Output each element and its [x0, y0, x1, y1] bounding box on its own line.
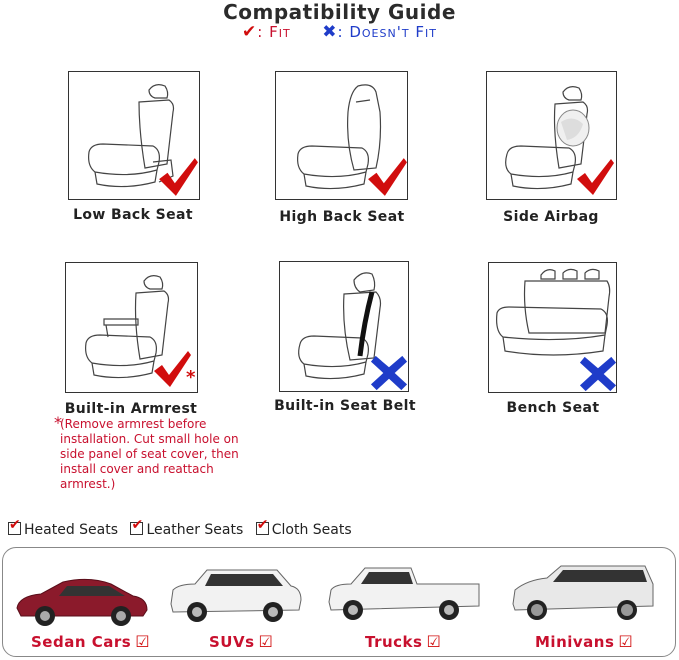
fit-check-icon: ☑ — [135, 632, 151, 651]
seat-label-bench: Bench Seat — [506, 400, 600, 416]
fit-check-icon: ☑ — [258, 632, 274, 651]
armrest-seat-icon — [85, 275, 170, 379]
seat-label-low-back: Low Back Seat — [73, 207, 193, 223]
seat-label-armrest: Built-in Armrest — [64, 401, 198, 417]
fit-check-icon: ☑ — [426, 632, 442, 651]
legend-no-fit-label: : Doesn't Fit — [337, 23, 437, 41]
armrest-note: * (Remove armrest before installation. C… — [54, 415, 260, 492]
feature-heated-seats: Heated Seats — [8, 517, 118, 538]
sedan-car-image — [16, 578, 148, 626]
bench-seat-icon — [496, 268, 611, 356]
page-title: Compatibility Guide — [223, 0, 456, 24]
vehicle-label-suv: SUVs☑ — [209, 632, 274, 651]
checkbox-icon — [130, 517, 144, 535]
vehicle-label-trucks: Trucks☑ — [365, 632, 442, 651]
side-airbag-seat-card — [486, 71, 617, 200]
doesnt-fit-x-icon — [370, 354, 408, 392]
doesnt-fit-x-icon — [579, 355, 617, 393]
seat-material-features: Heated Seats Leather Seats Cloth Seats — [8, 517, 360, 538]
legend: ✔: Fit ✖: Doesn't Fit — [0, 22, 679, 42]
checkbox-icon — [8, 517, 21, 535]
high-back-seat-card — [275, 71, 408, 200]
vehicle-label-sedan: Sedan Cars☑ — [31, 632, 151, 651]
checkbox-icon — [255, 517, 269, 535]
note-star-icon: * — [186, 367, 196, 388]
suv-image — [170, 569, 302, 622]
seat-label-side-airbag: Side Airbag — [503, 209, 599, 225]
note-star: * — [54, 413, 62, 432]
built-in-seat-belt-seat-card — [279, 261, 409, 392]
legend-fit-label: : Fit — [257, 23, 291, 41]
minivan-image — [512, 565, 654, 620]
low-back-seat-icon — [88, 84, 175, 188]
armrest-note-text: (Remove armrest before installation. Cut… — [60, 417, 239, 491]
high-back-seat-icon — [297, 84, 382, 190]
fit-check-icon — [575, 156, 615, 198]
fit-check-icon — [157, 156, 199, 198]
fit-check-icon: ✔ — [242, 22, 258, 42]
bench-seat-card — [488, 262, 617, 393]
seat-label-high-back: High Back Seat — [279, 209, 405, 225]
side-airbag-seat-icon — [505, 86, 590, 190]
seat-label-seat-belt: Built-in Seat Belt — [274, 398, 416, 414]
truck-image — [328, 567, 480, 620]
no-fit-x-icon: ✖ — [322, 22, 338, 42]
built-in-armrest-seat-card: * — [65, 262, 198, 393]
feature-leather-seats: Leather Seats — [130, 517, 243, 538]
low-back-seat-card — [68, 71, 200, 200]
fit-check-icon: ☑ — [618, 632, 634, 651]
compatible-vehicles-panel: Sedan Cars☑ SUVs☑ Trucks☑ Minivans☑ — [2, 547, 676, 657]
vehicle-label-minivans: Minivans☑ — [535, 632, 634, 651]
feature-cloth-seats: Cloth Seats — [255, 517, 352, 538]
fit-check-icon — [366, 156, 408, 198]
